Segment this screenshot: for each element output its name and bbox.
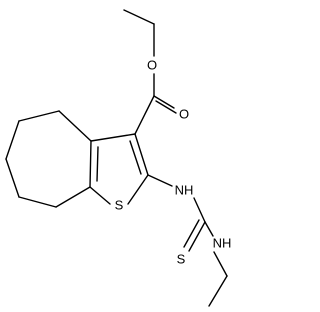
bond-c8a-c3a bbox=[89, 140, 92, 188]
bond-carbonyl-c-ring-c3 bbox=[134, 95, 155, 135]
bond-nh-ethyl-ch2 bbox=[213, 251, 228, 277]
atom-labels: O O S NH S NH bbox=[115, 58, 232, 267]
bond-s-c8a bbox=[89, 186, 111, 205]
bond-c8-c8a bbox=[55, 186, 91, 208]
bond-c3-c2-inner bbox=[129, 140, 142, 175]
bond-cs-double-2 bbox=[183, 219, 200, 248]
bond-c2-nh bbox=[147, 174, 173, 187]
bond-c4-c5 bbox=[18, 110, 60, 122]
bond-carbonyl-double-1 bbox=[153, 95, 175, 109]
bond-c8a-c3a-inner bbox=[96, 146, 99, 182]
atom-label-ring-sulfur: S bbox=[115, 198, 124, 213]
bond-c5-c6 bbox=[5, 120, 20, 160]
bond-ethyl-ch2-ch3 bbox=[208, 275, 228, 307]
atom-label-carbonyl-oxygen: O bbox=[179, 107, 189, 122]
bond-c3-c3a bbox=[90, 133, 136, 142]
atom-label-ester-oxygen: O bbox=[147, 58, 157, 73]
bond-c7-c8 bbox=[18, 196, 57, 208]
atom-label-thione-sulfur: S bbox=[177, 252, 186, 267]
bond-c3-c2 bbox=[134, 133, 149, 176]
bond-ethyl-ch3-ch2 bbox=[123, 9, 155, 25]
bond-cs-double-1 bbox=[188, 221, 206, 252]
bonds bbox=[5, 9, 228, 307]
bond-nh-thiourea-c bbox=[193, 197, 206, 223]
bond-carbonyl-double-2 bbox=[155, 100, 177, 114]
chemical-structure-diagram: O O S NH S NH bbox=[5, 9, 232, 307]
atom-label-amine-nh-right: NH bbox=[213, 236, 232, 251]
bond-c2-s bbox=[127, 174, 149, 205]
bond-c3a-c4 bbox=[58, 110, 92, 142]
atom-label-amine-nh-left: NH bbox=[175, 183, 194, 198]
bond-c6-c7 bbox=[5, 158, 20, 198]
bond-thiourea-c-nh bbox=[204, 221, 214, 237]
